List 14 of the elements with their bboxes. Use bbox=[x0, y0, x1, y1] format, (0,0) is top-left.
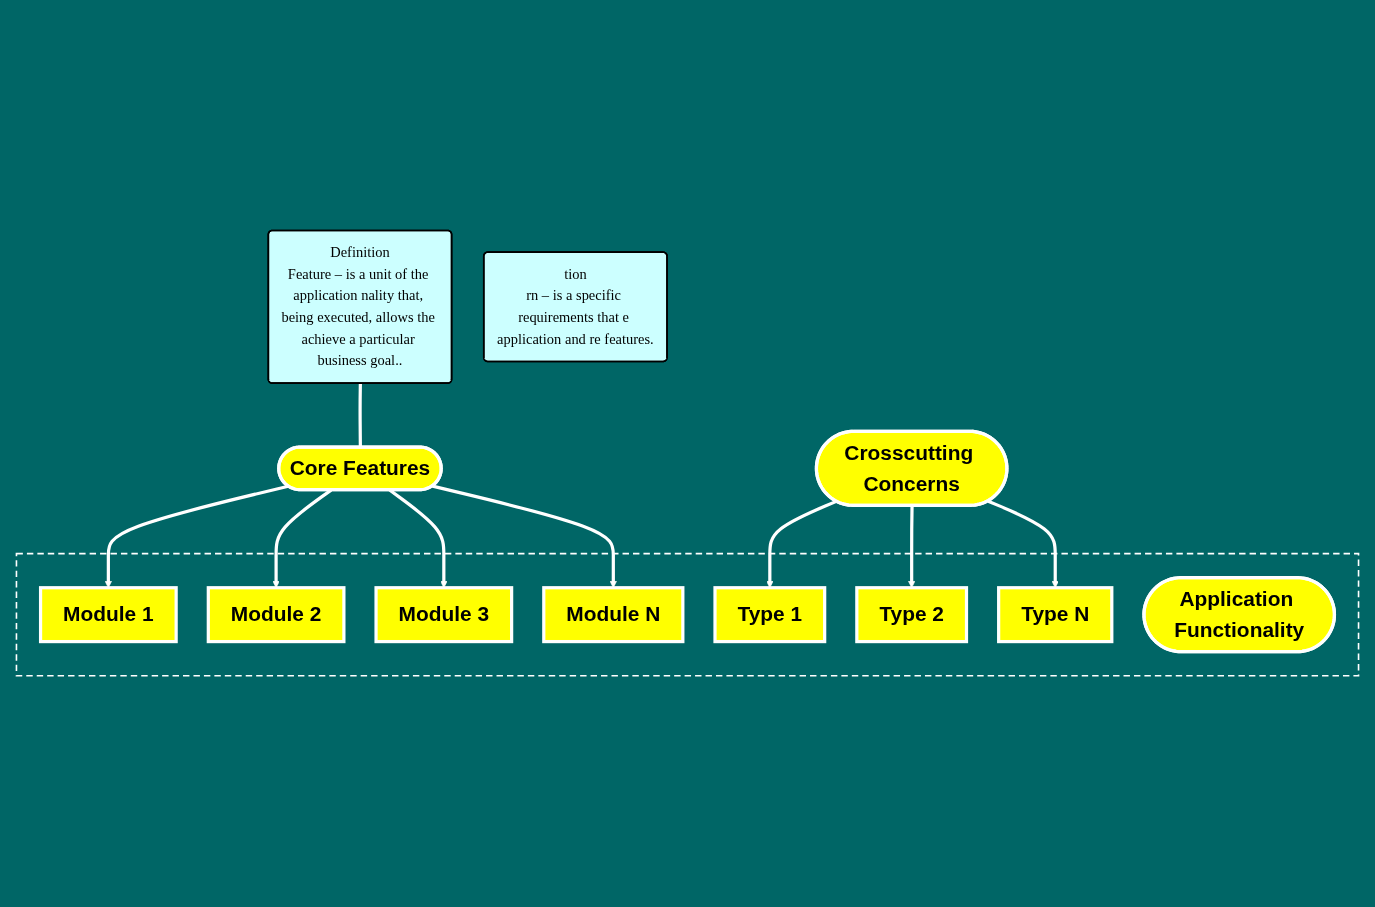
connector bbox=[358, 383, 362, 448]
arrow bbox=[104, 485, 289, 589]
node-box: Type 2 bbox=[855, 586, 969, 644]
arrow bbox=[766, 500, 837, 589]
node-box: Module 2 bbox=[206, 586, 346, 644]
arrow bbox=[987, 500, 1059, 589]
arrow bbox=[432, 485, 617, 589]
node-box: Module N bbox=[542, 586, 685, 644]
cluster bbox=[15, 553, 1360, 677]
node-box: Type 1 bbox=[713, 586, 827, 644]
node-box: Module 1 bbox=[38, 586, 178, 644]
arrow bbox=[908, 506, 916, 589]
node-box: Type N bbox=[997, 586, 1114, 644]
node-box: Module 3 bbox=[374, 586, 514, 644]
